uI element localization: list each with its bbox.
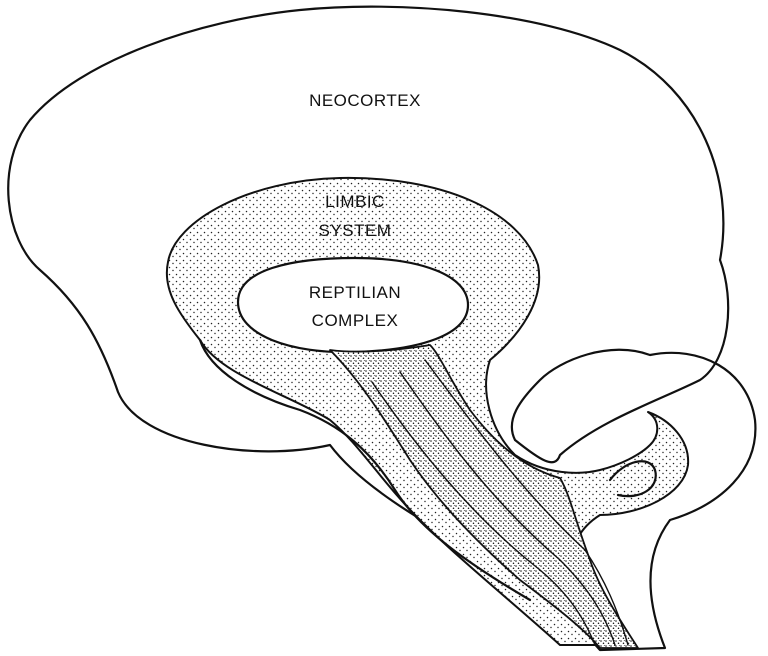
reptilian-complex-region	[238, 258, 468, 352]
neocortex-label: NEOCORTEX	[309, 91, 421, 110]
reptilian-label-line2: COMPLEX	[312, 311, 399, 330]
limbic-label-line1: LIMBIC	[325, 192, 385, 211]
reptilian-label-line1: REPTILIAN	[309, 283, 401, 302]
limbic-label-line2: SYSTEM	[319, 221, 392, 240]
